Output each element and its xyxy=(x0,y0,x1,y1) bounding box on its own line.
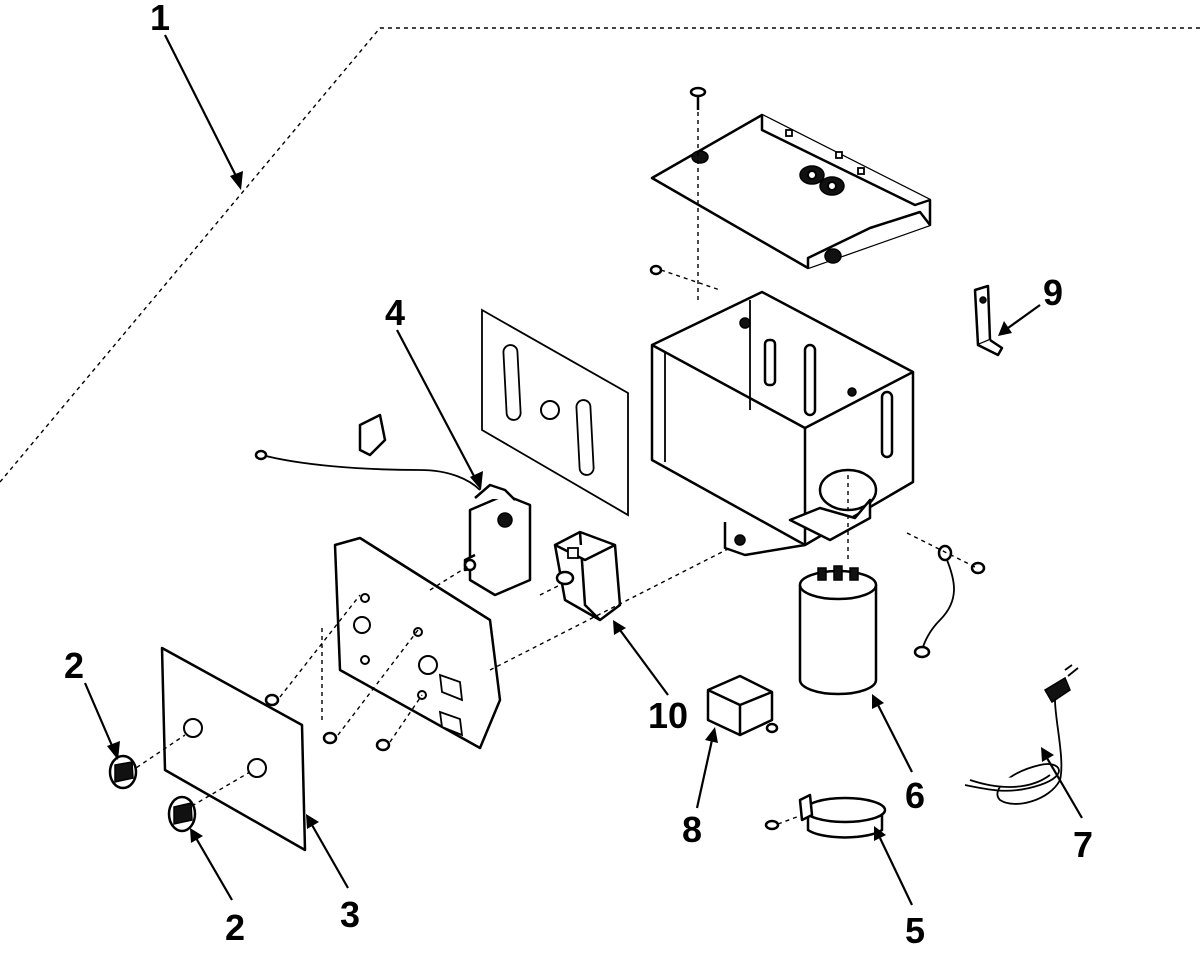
housing-screw xyxy=(649,264,721,291)
ground-wire xyxy=(904,531,986,659)
knob-lower xyxy=(167,795,197,833)
capacitor-clamp xyxy=(764,793,887,839)
capacitor xyxy=(798,565,878,696)
front-bezel xyxy=(160,646,307,852)
callout-6: 6 xyxy=(905,775,925,816)
insulation-panel xyxy=(481,308,629,517)
callout-3: 3 xyxy=(340,894,360,935)
thermostat xyxy=(254,449,532,597)
power-cord xyxy=(964,664,1079,805)
thermostat-clip xyxy=(358,413,387,457)
panel-screws xyxy=(264,693,391,752)
bracket xyxy=(973,284,1004,357)
callout-5: 5 xyxy=(905,910,925,951)
callout-1: 1 xyxy=(150,0,170,38)
callout-8: 8 xyxy=(682,809,702,850)
control-panel xyxy=(333,536,502,750)
assembly-guide-lines xyxy=(129,475,849,811)
control-box-housing xyxy=(650,290,915,557)
cover-screw xyxy=(689,86,707,110)
control-box-cover xyxy=(650,113,932,270)
callout-2-lower: 2 xyxy=(225,907,245,948)
assembly-boundary-line xyxy=(0,27,1200,483)
callout-9: 9 xyxy=(1043,272,1063,313)
callout-2-upper: 2 xyxy=(64,645,84,686)
knob-upper xyxy=(108,754,138,790)
selector-switch xyxy=(553,530,622,622)
callout-10: 10 xyxy=(648,695,688,736)
callout-7: 7 xyxy=(1073,824,1093,865)
callout-4: 4 xyxy=(385,292,405,333)
relay xyxy=(706,674,779,737)
leader-lines xyxy=(83,34,1083,906)
